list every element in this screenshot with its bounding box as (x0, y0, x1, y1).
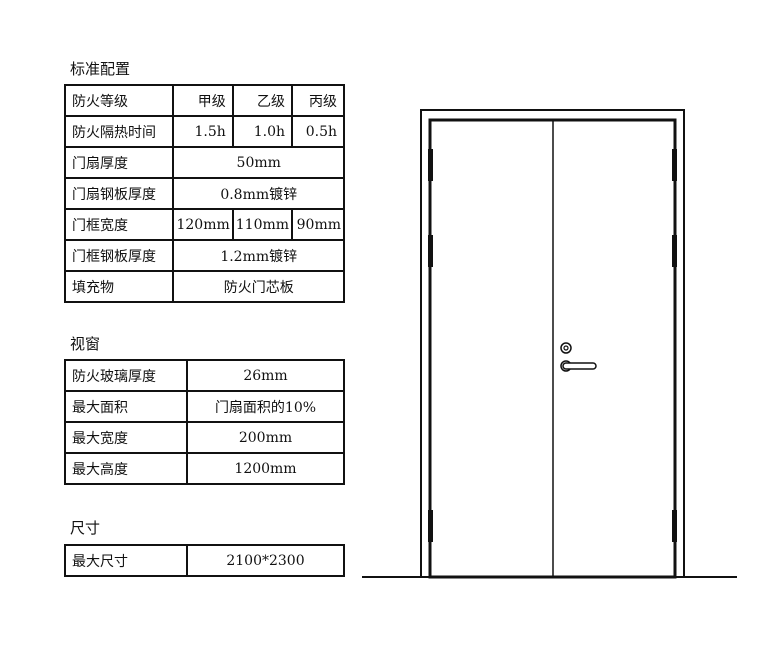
row-label: 防火玻璃厚度 (64, 359, 188, 392)
row-label: 最大宽度 (64, 421, 188, 454)
hinge-icon (428, 510, 433, 542)
hinges (428, 149, 677, 542)
cell: 防火门芯板 (172, 270, 345, 303)
cell: 1.5h (172, 115, 234, 148)
lock-cylinder-inner (563, 345, 569, 351)
cell: 门扇面积的10% (186, 390, 345, 423)
row-label: 防火等级 (63, 84, 175, 117)
cell: 1.0h (231, 115, 294, 148)
row-label: 门框宽度 (63, 208, 175, 241)
lever-handle-icon (562, 362, 597, 370)
row-label: 门框钢板厚度 (63, 239, 175, 272)
cell: 甲级 (172, 84, 234, 117)
size-title: 尺寸 (70, 519, 101, 537)
window-title: 视窗 (70, 335, 101, 353)
table-row: 防火等级甲级乙级丙级 (63, 84, 345, 117)
hinge-icon (672, 235, 677, 267)
hinge-icon (428, 149, 433, 181)
hinge-icon (672, 149, 677, 181)
row-label: 门扇钢板厚度 (63, 177, 175, 210)
row-label: 门扇厚度 (63, 146, 175, 179)
row-label: 填充物 (63, 270, 175, 303)
cell: 110mm (231, 208, 294, 241)
cell: 1.2mm镀锌 (172, 239, 345, 272)
cell: 2100*2300 (186, 544, 345, 577)
row-label: 最大面积 (64, 390, 188, 423)
table-row: 填充物防火门芯板 (63, 270, 345, 303)
row-label: 最大高度 (64, 452, 188, 485)
hinge-icon (428, 235, 433, 267)
cell: 200mm (186, 421, 345, 454)
cell: 50mm (172, 146, 345, 179)
cell: 0.5h (291, 115, 345, 148)
cell: 0.8mm镀锌 (172, 177, 345, 210)
cell: 1200mm (186, 452, 345, 485)
cell: 乙级 (231, 84, 294, 117)
standard-config-title: 标准配置 (70, 60, 131, 78)
lock-cylinder-icon (560, 342, 572, 354)
cell: 90mm (291, 208, 345, 241)
cell: 丙级 (291, 84, 345, 117)
row-label: 最大尺寸 (64, 544, 188, 577)
hinge-icon (672, 510, 677, 542)
cell: 120mm (172, 208, 234, 241)
row-label: 防火隔热时间 (63, 115, 175, 148)
cell: 26mm (186, 359, 345, 392)
table-row: 最大面积门扇面积的10% (64, 390, 345, 423)
